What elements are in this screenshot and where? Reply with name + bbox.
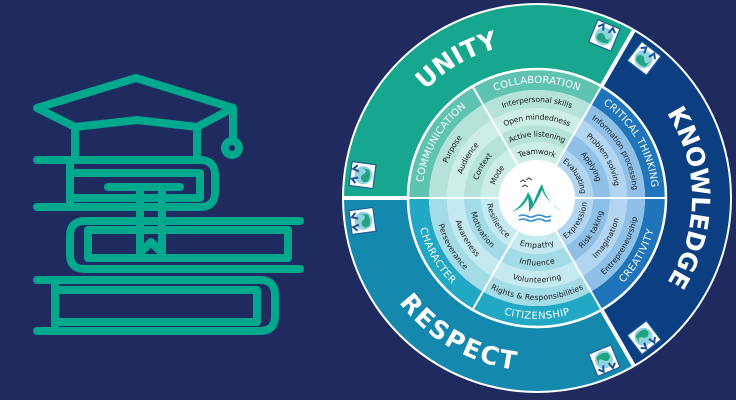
bookmark-ribbon — [136, 186, 166, 257]
sector-ring — [565, 198, 610, 262]
sector-divider — [555, 230, 602, 310]
sector-ring — [447, 198, 501, 276]
sector-ring — [565, 134, 610, 198]
mountain-logo-icon — [512, 177, 563, 222]
group-ring-unity — [344, 4, 634, 198]
sector-ring — [464, 134, 509, 198]
book-bottom-pages — [51, 281, 261, 330]
sector-ring — [429, 104, 492, 198]
sector-ring — [481, 198, 518, 247]
ring-separator — [406, 67, 668, 329]
group-divider — [599, 307, 636, 367]
sector-ring — [573, 198, 627, 276]
sector-ring — [447, 120, 501, 198]
graduation-books-icon — [33, 74, 304, 335]
sector-ring — [429, 198, 492, 292]
tassel-knot — [221, 137, 243, 159]
sector-ring — [573, 120, 627, 198]
cap-band — [71, 123, 201, 161]
sector-band-communication — [409, 87, 483, 198]
book-top — [33, 156, 219, 211]
sector-ring — [483, 89, 591, 121]
sector-ring — [556, 198, 593, 247]
book-top-pages — [66, 161, 204, 206]
sector-ring — [481, 149, 518, 198]
globe-hands-icon — [348, 160, 377, 190]
globe-hands-icon — [587, 344, 621, 378]
sector-band-collaboration — [473, 70, 601, 105]
globe-hands-icon — [348, 206, 377, 236]
book-middle-pages — [84, 226, 292, 262]
sector-ring — [464, 198, 509, 262]
sector-divider — [555, 86, 602, 166]
competency-item: Empathy — [519, 238, 556, 250]
sector-ring — [483, 275, 591, 306]
sector-divider — [472, 86, 519, 166]
globe-hands-icon — [587, 18, 621, 52]
sector-ring — [582, 198, 645, 292]
sector-ring — [492, 261, 582, 288]
sector-ring — [500, 125, 574, 150]
sector-band-creativity — [591, 198, 665, 309]
sector-band-character — [409, 198, 483, 309]
book-bottom — [33, 276, 279, 335]
sector-ring — [509, 230, 565, 254]
sector-ring — [509, 142, 565, 166]
sector-ring — [556, 149, 593, 198]
sector-ring — [500, 246, 574, 271]
sector-band-critical-thinking — [591, 87, 665, 198]
globe-hands-icon — [626, 40, 662, 77]
book-middle — [66, 217, 304, 273]
sector-ring — [492, 108, 582, 135]
competency-item: Influence — [519, 256, 556, 267]
sector-label-citizenship: CITIZENSHIP — [503, 306, 571, 321]
group-divider — [599, 29, 636, 89]
sector-ring — [582, 104, 645, 198]
group-ring-respect — [344, 198, 634, 392]
group-ring-knowledge — [602, 30, 730, 366]
globe-hands-icon — [626, 319, 662, 356]
sector-band-citizenship — [473, 291, 601, 327]
competency-item: Teamwork — [516, 146, 558, 159]
competency-item: Volunteering — [512, 272, 562, 284]
sector-divider — [472, 230, 519, 310]
